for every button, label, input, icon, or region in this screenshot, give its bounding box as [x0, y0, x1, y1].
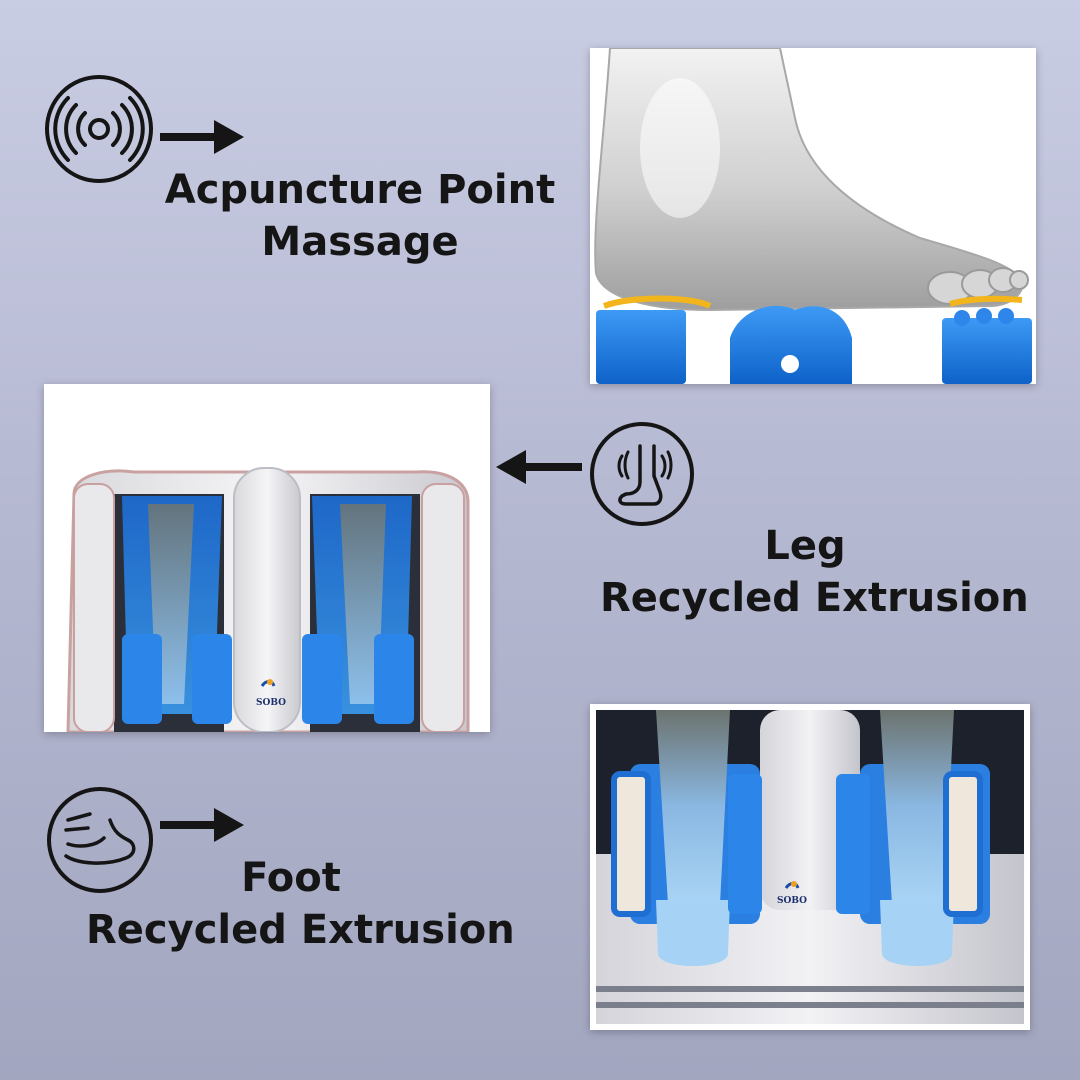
- foot-sole-icon: [44, 784, 156, 896]
- foot-label: Foot Recycled Extrusion: [86, 852, 515, 956]
- foot-title-line1: Foot: [241, 855, 341, 901]
- foot-rollers-photo: [590, 48, 1036, 384]
- leg-massager-photo: SOBO: [44, 384, 490, 732]
- vibration-circle-icon: [42, 72, 156, 186]
- foot-title-line2: Recycled Extrusion: [86, 907, 515, 953]
- acupuncture-label: Acpuncture Point Massage: [160, 164, 560, 268]
- foot-massager-photo: SOBO: [590, 704, 1030, 1030]
- brand-logo-foot: SOBO: [777, 896, 807, 906]
- arrow-right-icon: [160, 118, 244, 158]
- arrow-right-icon-2: [160, 806, 244, 846]
- leg-title-line2: Recycled Extrusion: [600, 575, 1029, 621]
- leg-foot-icon: [588, 420, 696, 528]
- arrow-left-icon: [496, 448, 582, 488]
- acupuncture-title-line1: Acpuncture Point: [164, 167, 556, 213]
- acupuncture-title-line2: Massage: [261, 219, 459, 265]
- leg-title-line1: Leg: [764, 523, 846, 569]
- brand-logo-leg: SOBO: [256, 698, 286, 708]
- leg-label: Leg Recycled Extrusion: [600, 520, 1029, 624]
